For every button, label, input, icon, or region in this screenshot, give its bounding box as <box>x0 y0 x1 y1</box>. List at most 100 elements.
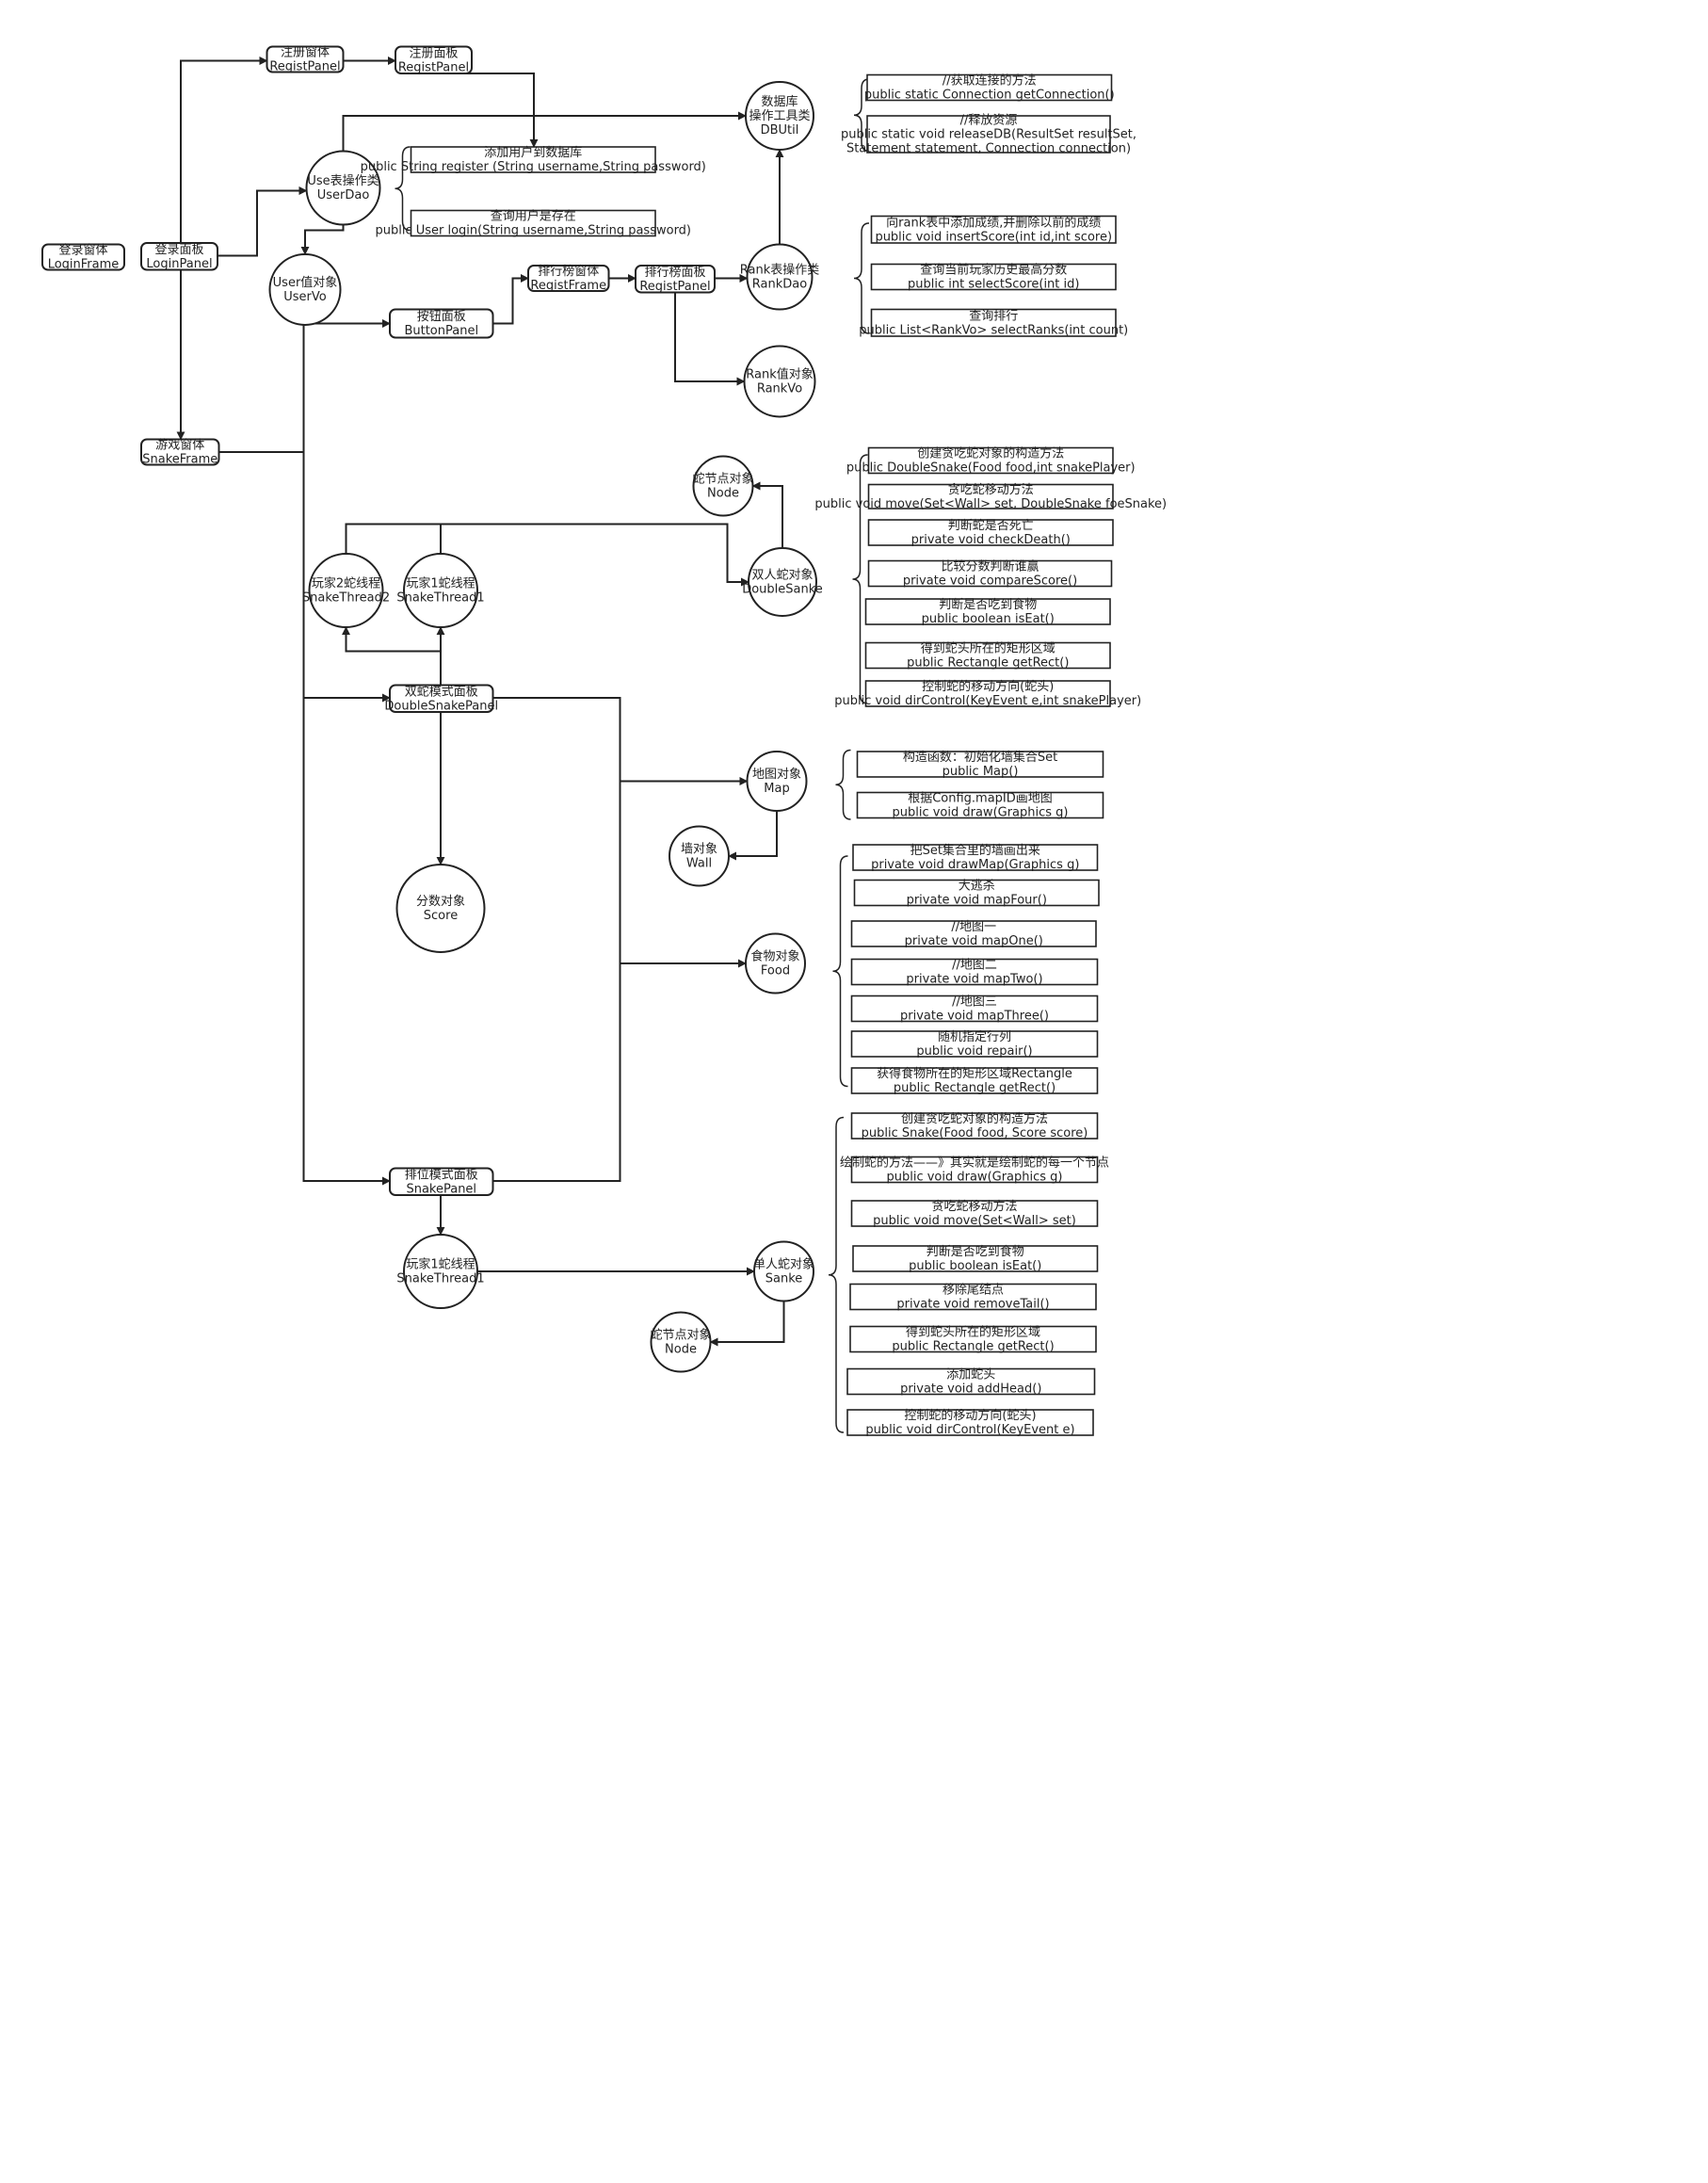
node-snake-panel-line-2: SnakePanel <box>406 1182 476 1196</box>
method-ds-move-line-2: public void move(Set<Wall> set, DoubleSn… <box>814 497 1167 511</box>
node-wall-circle <box>669 825 730 887</box>
node-rank-panel-line-2: RegistPanel <box>639 280 710 294</box>
node-db-util-line-2: 操作工具类 <box>749 108 810 123</box>
method-ds-compare-box <box>867 559 1113 588</box>
node-db-util-line-1: 数据库 <box>761 94 798 109</box>
node-thread2-circle <box>308 553 384 628</box>
method-s-dir-box <box>846 1409 1094 1436</box>
connector-4 <box>433 73 539 148</box>
method-s-dir-line-1: 控制蛇的移动方向(蛇头) <box>904 1408 1036 1423</box>
method-ds-death-line-1: 判断蛇是否死亡 <box>948 519 1034 533</box>
node-regist-panel-box <box>395 45 473 74</box>
node-sanke-circle <box>753 1240 814 1302</box>
node-user-vo-circle <box>268 253 342 326</box>
method-rank-insert-box <box>870 215 1117 244</box>
method-ds-dir: 控制蛇的移动方向(蛇头)public void dirControl(KeyEv… <box>834 679 1141 708</box>
node-thread1-line-1: 玩家1蛇线程 <box>406 576 475 591</box>
connector-24 <box>728 811 778 861</box>
node-wall-line-1: 墙对象 <box>681 843 717 857</box>
node-score-circle <box>395 864 486 953</box>
method-ds-dir-line-1: 控制蛇的移动方向(蛇头) <box>922 679 1054 694</box>
method-ds-eat-line-2: public boolean isEat() <box>922 612 1055 626</box>
connector-10 <box>302 452 391 1186</box>
method-food-one-line-1: //地图一 <box>951 920 996 934</box>
method-ds-eat-line-1: 判断是否吃到食物 <box>939 597 1037 612</box>
node-node1-circle <box>692 455 754 517</box>
method-s-ctor-line-2: public Snake(Food food, Score score) <box>862 1126 1088 1140</box>
node-node2-circle <box>650 1311 712 1373</box>
node-rank-dao-line-2: RankDao <box>752 278 807 292</box>
method-s-tail-line-2: private void removeTail() <box>896 1298 1049 1312</box>
node-snake-frame-line-1: 游戏窗体 <box>155 438 204 453</box>
method-food-four-line-2: private void mapFour() <box>907 894 1047 908</box>
node-rank-frame-box <box>527 265 610 292</box>
method-map-draw-line-2: public void draw(Graphics g) <box>892 806 1068 820</box>
method-map-ctor-line-1: 构造函数：初始化墙集合Set <box>903 750 1057 765</box>
node-node2-line-1: 蛇节点对象 <box>650 1329 711 1343</box>
connector-8 <box>218 319 391 453</box>
connector-layer <box>176 57 785 1347</box>
method-s-rect-line-1: 得到蛇头所在的矩形区域 <box>906 1325 1040 1340</box>
method-map-draw-box <box>856 791 1104 819</box>
method-db-conn-line-1: //获取连接的方法 <box>943 73 1037 89</box>
method-s-rect-box <box>849 1325 1097 1353</box>
method-ds-death-box <box>867 519 1114 546</box>
node-user-dao-line-2: UserDao <box>317 188 370 202</box>
method-s-draw-line-2: public void draw(Graphics g) <box>886 1171 1062 1185</box>
node-node1-line-2: Node <box>707 487 739 501</box>
method-food-one-line-2: private void mapOne() <box>905 934 1043 948</box>
node-rank-frame-line-2: RegistFrame <box>530 279 606 293</box>
node-db-util-line-3: DBUtil <box>761 123 799 137</box>
brace-5 <box>835 749 851 820</box>
method-user-login-line-2: public User login(String username,String… <box>375 224 691 238</box>
method-rank-list-line-2: public List<RankVo> selectRanks(int coun… <box>859 323 1128 337</box>
node-food-line-1: 食物对象 <box>750 949 799 964</box>
node-score-line-2: Score <box>424 909 458 923</box>
connector-21 <box>492 697 621 1182</box>
method-rank-list-box <box>870 308 1117 337</box>
method-s-move-line-2: public void move(Set<Wall> set) <box>873 1214 1076 1228</box>
method-rank-insert-line-1: 向rank表中添加成绩,并删除以前的成绩 <box>886 215 1101 230</box>
method-ds-ctor-box <box>867 446 1114 475</box>
method-s-ctor-line-1: 创建贪吃蛇对象的构造方法 <box>901 1111 1048 1126</box>
method-food-rect-line-2: public Rectangle getRect() <box>894 1081 1055 1095</box>
method-s-head-box <box>846 1367 1096 1396</box>
method-ds-ctor-line-1: 创建贪吃蛇对象的构造方法 <box>917 446 1064 461</box>
node-rank-vo-circle <box>743 345 816 418</box>
method-db-release-line-1: //释放资源 <box>960 114 1018 128</box>
node-login-frame-line-2: LoginFrame <box>48 258 120 272</box>
method-food-repair-line-1: 随机指定行列 <box>938 1030 1011 1044</box>
node-regist-frame-line-1: 注册窗体 <box>281 45 330 60</box>
method-s-ctor-box <box>850 1112 1099 1140</box>
node-rank-dao-circle <box>746 243 814 311</box>
method-ds-dir-box <box>864 680 1111 707</box>
method-ds-ctor-line-2: public DoubleSnake(Food food,int snakePl… <box>846 461 1136 476</box>
method-s-dir: 控制蛇的移动方向(蛇头)public void dirControl(KeyEv… <box>846 1408 1094 1437</box>
method-ds-compare-line-2: private void compareScore() <box>903 574 1077 589</box>
method-s-eat-box <box>852 1245 1099 1272</box>
method-food-one-box <box>850 920 1097 947</box>
method-user-register-line-2: public String register (String username,… <box>361 160 706 174</box>
